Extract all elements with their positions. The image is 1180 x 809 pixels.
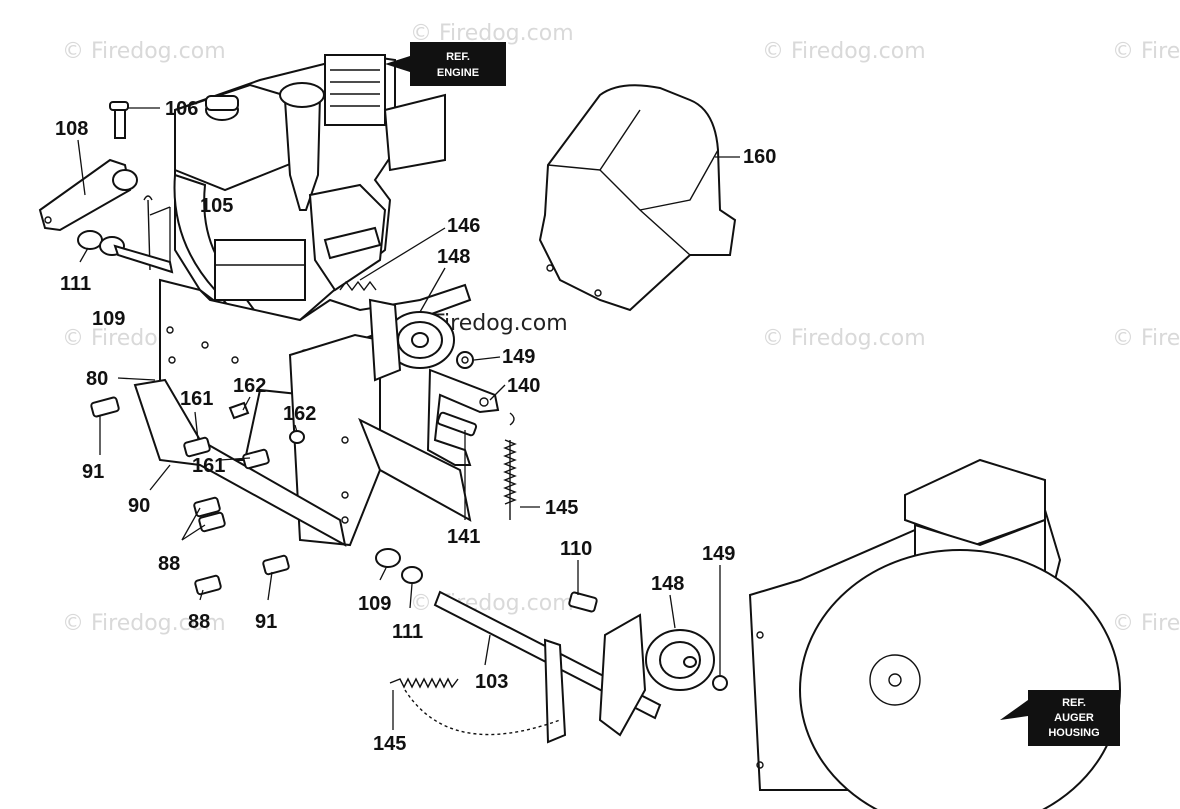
watermark-edge: © Fire	[1112, 39, 1180, 64]
ref-auger-callout: REF. AUGER HOUSING	[1000, 690, 1120, 746]
watermark: © Firedog.com	[410, 21, 574, 46]
drive-shaft-drawing	[375, 548, 728, 744]
part-label-141: 141	[447, 526, 480, 548]
watermark: © Firedog.com	[62, 39, 226, 64]
watermark: © Firedog.com	[762, 326, 926, 351]
nut-upper-drawing	[456, 351, 474, 369]
part-label-146: 146	[447, 215, 480, 237]
part-label-148: 148	[437, 246, 470, 268]
part-label-145: 145	[373, 733, 406, 755]
part-label-88: 88	[158, 553, 180, 575]
part-label-105: 105	[200, 195, 233, 217]
part-label-149: 149	[702, 543, 735, 565]
part-label-162: 162	[233, 375, 266, 397]
part-label-161: 161	[180, 388, 213, 410]
bolt-141-drawing	[436, 411, 478, 437]
part-label-111: 111	[392, 621, 423, 643]
part-label-160: 160	[743, 146, 776, 168]
part-label-90: 90	[128, 495, 150, 517]
part-label-91: 91	[255, 611, 277, 633]
engine-drawing	[173, 53, 446, 322]
watermark-edge: © Fire	[1112, 326, 1180, 351]
watermark: © Firedog.com	[762, 39, 926, 64]
belt-cover-drawing	[538, 84, 737, 312]
part-label-88: 88	[188, 611, 210, 633]
spring-upper-drawing	[503, 412, 517, 520]
part-label-80: 80	[86, 368, 108, 390]
part-label-140: 140	[507, 375, 540, 397]
part-label-161: 161	[192, 455, 225, 477]
leader-lines	[77, 107, 740, 730]
part-label-91: 91	[82, 461, 104, 483]
callout-line: REF.	[1062, 697, 1086, 709]
part-label-111: 111	[60, 273, 91, 295]
part-labels: 106 108 105 111 109 80 91 90 88 88 91 16…	[55, 98, 776, 755]
callout-line: ENGINE	[437, 67, 479, 79]
watermark-edge: © Fire	[1112, 611, 1180, 636]
part-label-109: 109	[358, 593, 391, 615]
part-label-148: 148	[651, 573, 684, 595]
callout-line: AUGER	[1054, 712, 1094, 724]
watermark-center: Firedog.com	[433, 311, 568, 336]
part-label-103: 103	[475, 671, 508, 693]
auger-housing-drawing	[748, 458, 1121, 809]
watermark: © Firedog.com	[62, 611, 226, 636]
part-label-108: 108	[55, 118, 88, 140]
pulley-upper-drawing	[368, 298, 455, 382]
part-label-162: 162	[283, 403, 316, 425]
part-label-149: 149	[502, 346, 535, 368]
callout-line: HOUSING	[1048, 727, 1099, 739]
callout-line: REF.	[446, 51, 470, 63]
ref-engine-callout: REF. ENGINE	[385, 42, 506, 86]
part-label-110: 110	[560, 538, 592, 560]
part-label-109: 109	[92, 308, 125, 330]
part-label-145: 145	[545, 497, 578, 519]
idler-arm-drawing	[426, 368, 500, 466]
part-label-106: 106	[165, 98, 198, 120]
fasteners-drawing	[90, 396, 305, 596]
